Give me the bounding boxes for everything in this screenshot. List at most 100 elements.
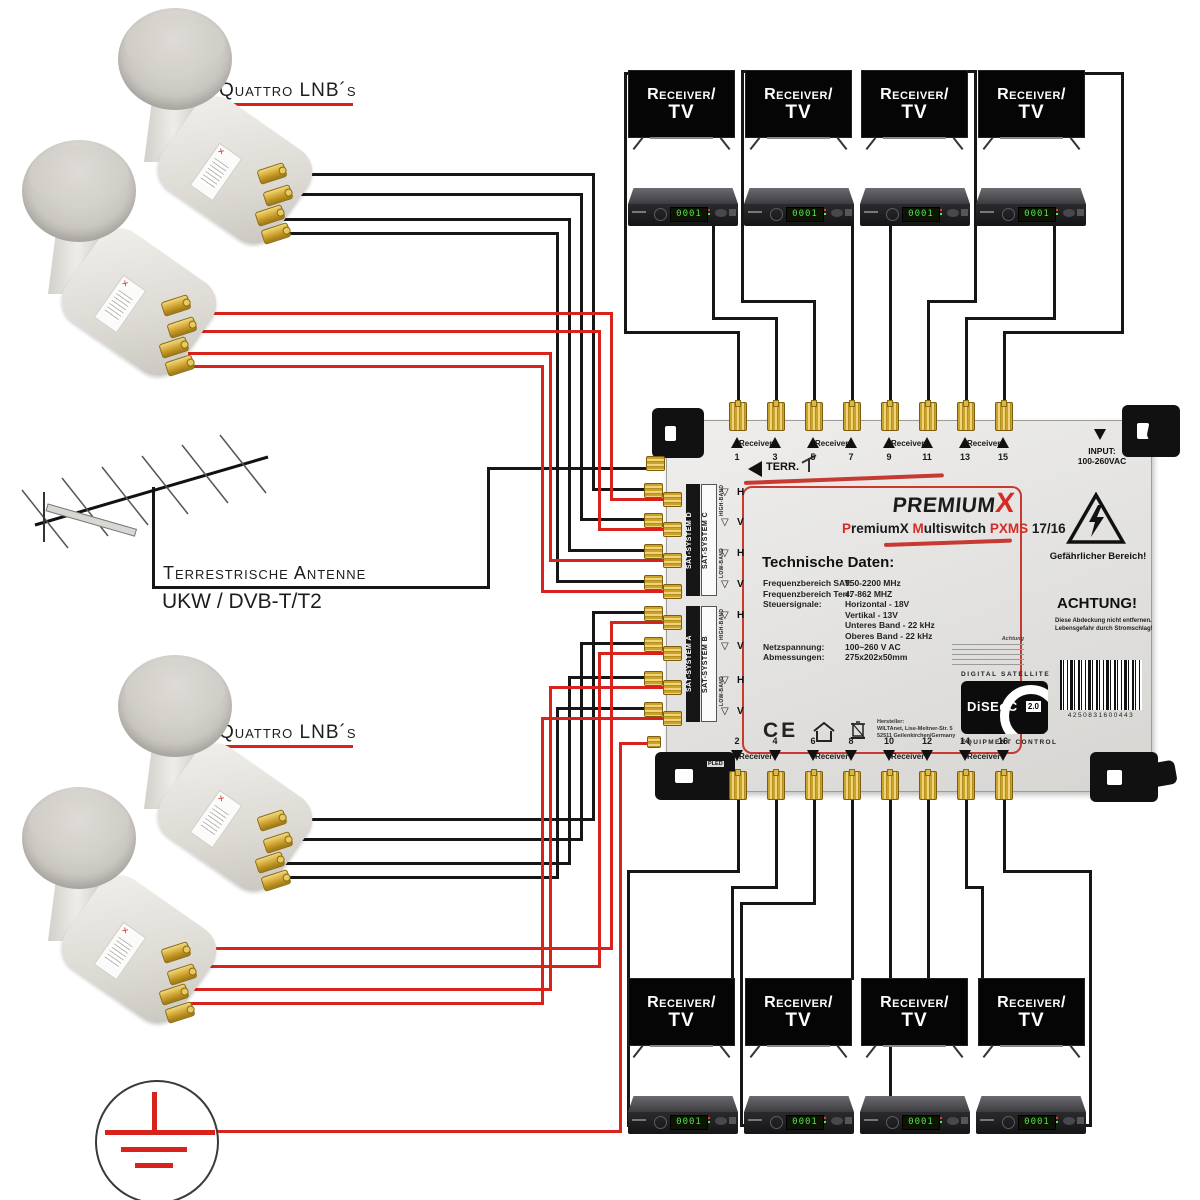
receiver-port-label-top: Receiver bbox=[967, 439, 1001, 448]
receiver-led-green bbox=[1056, 1121, 1058, 1123]
sat-input-connector bbox=[644, 702, 663, 717]
receiver-display: 0001 bbox=[786, 1115, 824, 1130]
cable-segment bbox=[889, 224, 892, 404]
receiver-front-panel: 0001 bbox=[744, 204, 854, 226]
cable-segment bbox=[851, 224, 854, 404]
ground-symbol bbox=[95, 1080, 219, 1200]
tv-label-line2: TV bbox=[668, 1010, 695, 1031]
receiver-port-label-bottom: Receiver bbox=[739, 752, 773, 761]
cable-segment bbox=[188, 1002, 543, 1005]
cable-segment bbox=[598, 652, 601, 968]
tv-leg bbox=[749, 1044, 761, 1059]
sat-input-connector bbox=[663, 711, 682, 726]
port-number-bottom: 10 bbox=[883, 736, 894, 746]
receiver-top-face bbox=[976, 188, 1086, 204]
hv-triangle: ▽ bbox=[721, 675, 729, 686]
cable-segment bbox=[188, 947, 612, 950]
ce-mark: CE bbox=[763, 719, 799, 742]
bracket-slot bbox=[1107, 769, 1122, 785]
receiver-brand-mark bbox=[980, 211, 994, 213]
receiver-top-face bbox=[976, 1096, 1086, 1112]
sat-input-connector bbox=[644, 544, 663, 559]
receiver-button-oval bbox=[1063, 209, 1075, 217]
terrestrial-antenna-icon bbox=[21, 434, 269, 549]
tech-value: Vertikal - 13V bbox=[845, 609, 898, 620]
cable-segment bbox=[960, 70, 977, 73]
receiver-power-knob bbox=[770, 208, 783, 221]
tv-leg bbox=[865, 136, 877, 151]
cable-segment bbox=[152, 487, 155, 588]
port-arrow-up bbox=[959, 437, 971, 448]
receiver-led-green bbox=[940, 1121, 942, 1123]
cable-segment bbox=[965, 317, 968, 404]
mounting-bracket bbox=[655, 752, 735, 800]
tech-data-heading: Technische Daten: bbox=[762, 554, 895, 571]
tv-label-line1: Receiver/ bbox=[997, 86, 1066, 103]
receiver-brand-mark bbox=[632, 211, 646, 213]
receiver-top-face bbox=[860, 188, 970, 204]
receiver-power-knob bbox=[654, 1116, 667, 1129]
port-arrow-down bbox=[769, 750, 781, 761]
cable-segment bbox=[927, 300, 977, 303]
sat-input-connector bbox=[644, 483, 663, 498]
cable-segment bbox=[188, 365, 543, 368]
bracket-slot bbox=[675, 768, 693, 784]
receiver-top-face bbox=[744, 1096, 854, 1112]
receiver-front-panel: 0001 bbox=[860, 204, 970, 226]
product-title: PremiumX Multiswitch PXMS 17/16 bbox=[842, 521, 1066, 536]
tv-stand-bar bbox=[1000, 137, 1063, 139]
receiver-led-red bbox=[940, 1117, 942, 1119]
cable-segment bbox=[1078, 72, 1124, 75]
barcode-number: 4250831600443 bbox=[1067, 712, 1135, 719]
fine-print: Achtung bbox=[952, 636, 1024, 666]
receiver-brand-mark bbox=[864, 211, 878, 213]
weee-bin-icon bbox=[851, 721, 865, 739]
hv-triangle: ▽ bbox=[721, 610, 729, 621]
bracket-wing bbox=[1144, 759, 1178, 789]
lnb-feedhorn-face bbox=[29, 793, 129, 851]
hv-letter: H bbox=[737, 610, 745, 621]
lnb-quattro bbox=[118, 655, 328, 905]
receiver-display: 0001 bbox=[786, 207, 824, 222]
output-connector-top bbox=[767, 400, 785, 431]
cable-segment bbox=[556, 707, 652, 710]
satellite-receiver: 0001 bbox=[628, 188, 738, 226]
cable-segment bbox=[568, 218, 571, 552]
tech-label: Netzspannung: bbox=[763, 641, 825, 652]
receiver-button-square bbox=[961, 1117, 968, 1124]
receiver-display: 0001 bbox=[902, 1115, 940, 1130]
receiver-power-knob bbox=[1002, 1116, 1015, 1129]
cable-segment bbox=[598, 330, 601, 531]
receiver-button-oval bbox=[831, 1117, 843, 1125]
tv-stand-bar bbox=[767, 137, 830, 139]
tech-label: Steuersignale: bbox=[763, 599, 822, 610]
tv-stand-bar bbox=[650, 1045, 713, 1047]
tech-value: Unteres Band - 22 kHz bbox=[845, 620, 935, 631]
port-number-bottom: 14 bbox=[959, 736, 970, 746]
brand-logo: PREMIUMX bbox=[891, 487, 1017, 518]
hv-letter: V bbox=[737, 579, 744, 590]
satellite-receiver: 0001 bbox=[860, 1096, 970, 1134]
tv-screen: Receiver/TV bbox=[745, 70, 852, 151]
power-input-label: INPUT: 100-260VAC bbox=[1077, 446, 1127, 466]
cable-segment bbox=[813, 300, 816, 404]
bracket-slot bbox=[665, 425, 677, 441]
receiver-power-knob bbox=[886, 1116, 899, 1129]
receiver-brand-mark bbox=[864, 1119, 878, 1121]
cable-segment bbox=[283, 818, 594, 821]
lnb-quattro bbox=[118, 8, 328, 258]
port-number-top: 11 bbox=[922, 452, 932, 462]
satellite-receiver: 0001 bbox=[860, 188, 970, 226]
port-arrow-up bbox=[769, 437, 781, 448]
receiver-led-green bbox=[940, 213, 942, 215]
satellite-receiver: 0001 bbox=[744, 188, 854, 226]
cable-segment bbox=[283, 218, 570, 221]
cable-segment bbox=[556, 580, 652, 583]
cable-segment bbox=[610, 312, 613, 501]
port-number-bottom: 16 bbox=[997, 736, 1008, 746]
ground-bar-2 bbox=[121, 1147, 187, 1152]
cable-segment bbox=[981, 886, 984, 980]
achtung-heading: ACHTUNG! bbox=[1057, 595, 1137, 612]
receiver-front-panel: 0001 bbox=[628, 204, 738, 226]
cable-segment bbox=[580, 518, 652, 521]
